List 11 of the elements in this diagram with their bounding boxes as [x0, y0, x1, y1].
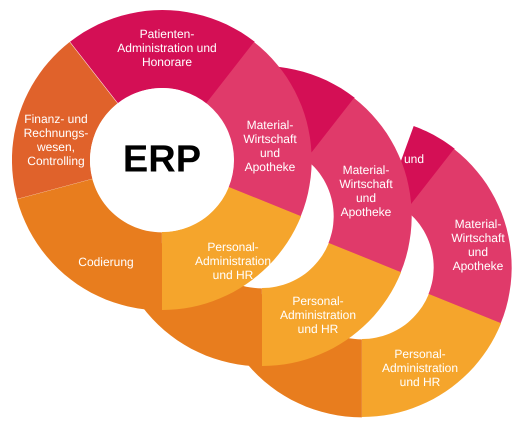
segment-label: Personal-Administration und HR [278, 294, 358, 336]
segment-label: Material-Wirtschaft und Apotheke [338, 162, 394, 219]
segment-label: Personal-Administration und HR [380, 346, 460, 389]
segment-label: Material-Wirtschaft und Apotheke [242, 118, 298, 174]
segment-label: Finanz- und Rechnungs-wesen, Controlling [22, 112, 90, 168]
center-title: ERP [122, 138, 202, 182]
segment-label: Personal-Administration und HR [194, 240, 272, 282]
segment-label: und [402, 152, 425, 166]
segment-label: Patienten-Administration und Honorare [116, 27, 218, 69]
segment-label: Material-Wirtschaft und Apotheke [450, 216, 506, 273]
segment-label: Codierung [77, 254, 135, 269]
